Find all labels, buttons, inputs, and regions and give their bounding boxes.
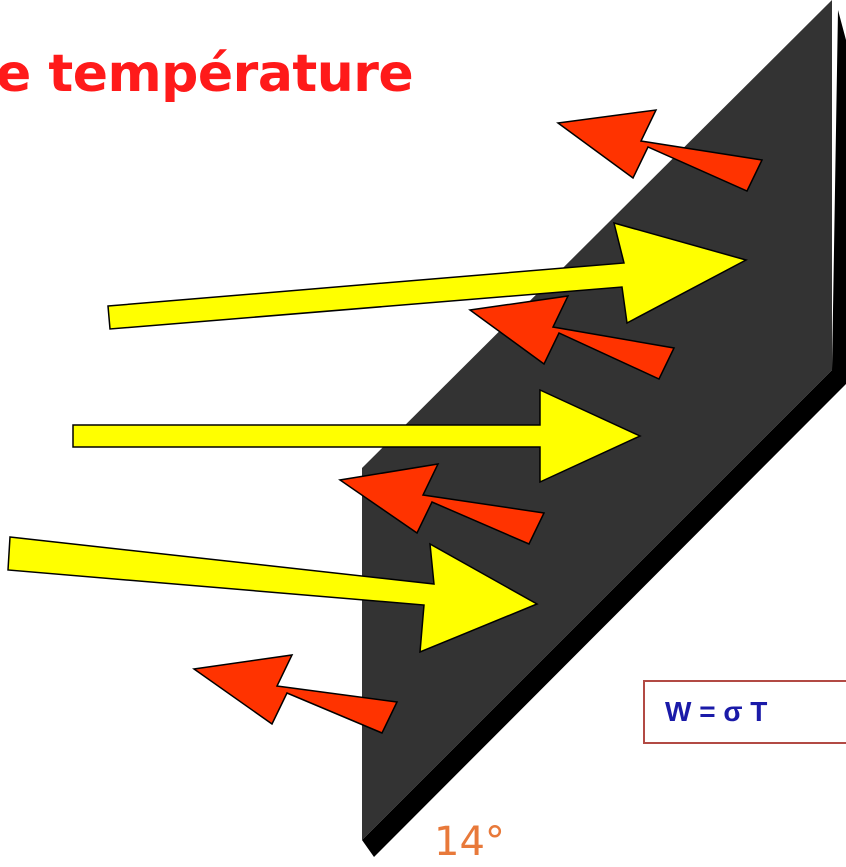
emitted-arrow — [556, 109, 764, 192]
incoming-arrow — [107, 221, 749, 330]
incoming-arrow — [72, 388, 642, 484]
incoming-arrow — [7, 536, 539, 654]
stefan-boltzmann-formula: W = σ T — [665, 696, 768, 727]
emitted-arrow — [468, 295, 676, 380]
incoming-arrows — [7, 221, 749, 654]
formula-box: W = σ T — [643, 680, 846, 744]
slide-title: e température — [0, 44, 414, 104]
emitted-arrow — [338, 463, 546, 545]
emitted-arrow — [192, 654, 399, 734]
emitted-arrows — [192, 109, 764, 734]
temperature-label: 14° — [434, 819, 505, 865]
